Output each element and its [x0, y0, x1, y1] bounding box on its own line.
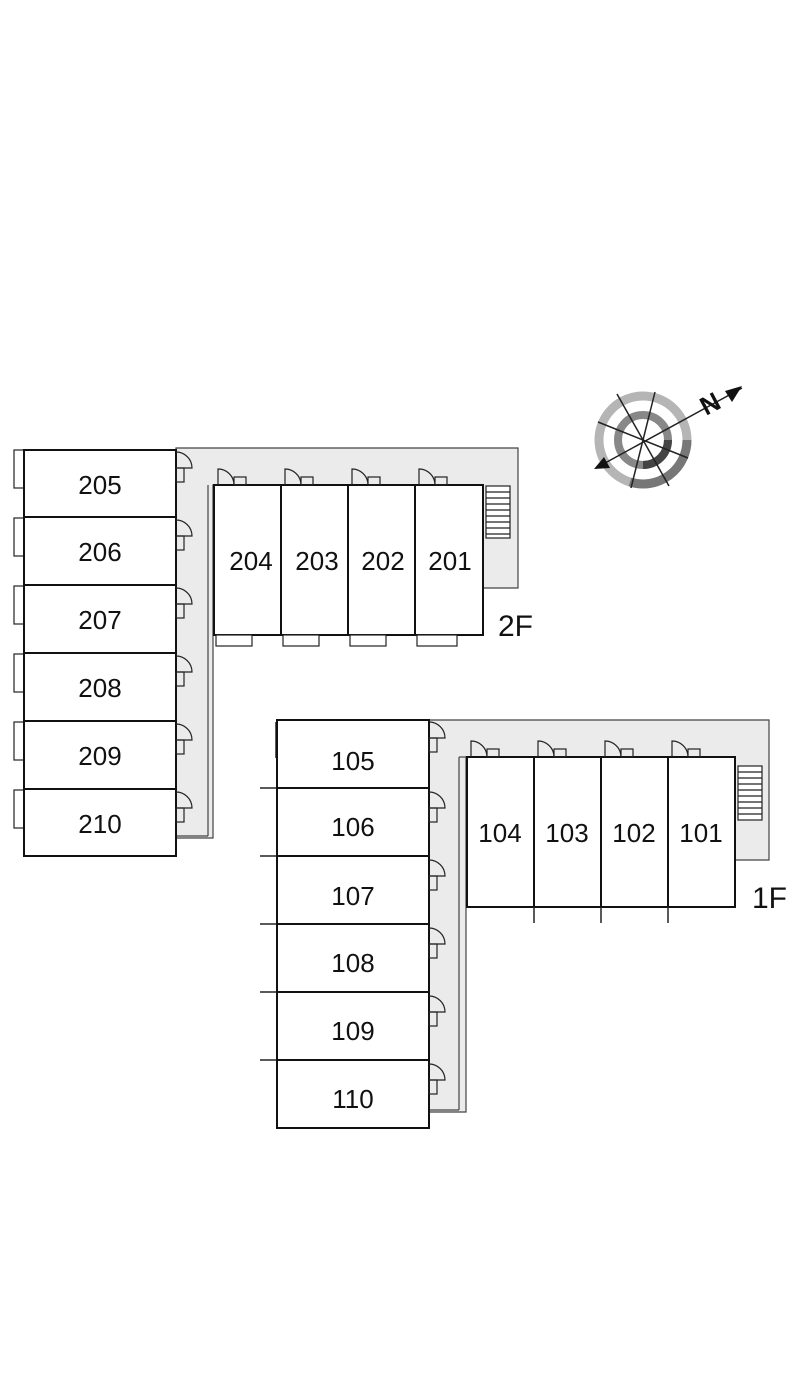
floor-1f: 105 106 107 108 109 110 [260, 719, 787, 1129]
floor-label-1f: 1F [752, 882, 787, 915]
room-204: 204 [213, 484, 282, 636]
room-206: 206 [23, 516, 177, 586]
staircase-2f [485, 485, 511, 539]
room-number: 205 [78, 470, 121, 500]
room-number: 105 [331, 746, 374, 776]
staircase-1f [737, 765, 763, 821]
room-number: 204 [229, 546, 272, 576]
room-105: 105 [276, 719, 430, 789]
room-208: 208 [23, 652, 177, 722]
room-103: 103 [533, 756, 602, 908]
room-number: 206 [78, 537, 121, 567]
room-number: 103 [545, 818, 588, 848]
room-102: 102 [600, 756, 669, 908]
compass-north-label: N [695, 386, 726, 421]
room-number: 202 [361, 546, 404, 576]
room-number: 109 [331, 1016, 374, 1046]
door-icon [470, 740, 701, 758]
room-number: 102 [612, 818, 655, 848]
room-number: 208 [78, 673, 121, 703]
room-110: 110 [276, 1059, 430, 1129]
room-number: 209 [78, 741, 121, 771]
floor-label-2f: 2F [498, 610, 533, 643]
room-203: 203 [280, 484, 349, 636]
room-106: 106 [276, 787, 430, 857]
room-209: 209 [23, 720, 177, 790]
room-number: 203 [295, 546, 338, 576]
room-108: 108 [276, 923, 430, 993]
room-202: 202 [347, 484, 416, 636]
floor-2f: 205 206 207 208 209 210 [13, 447, 533, 857]
door-icon [175, 451, 193, 823]
room-107: 107 [276, 855, 430, 925]
room-number: 110 [332, 1084, 373, 1114]
room-104: 104 [466, 756, 535, 908]
door-icon [428, 721, 446, 1095]
room-109: 109 [276, 991, 430, 1061]
room-205: 205 [23, 449, 177, 518]
room-101: 101 [667, 756, 736, 908]
room-number: 104 [478, 818, 521, 848]
room-number: 106 [331, 812, 374, 842]
room-207: 207 [23, 584, 177, 654]
room-number: 107 [331, 881, 374, 911]
room-210: 210 [23, 788, 177, 857]
room-number: 108 [331, 948, 374, 978]
compass-rose-icon: N [594, 386, 743, 489]
room-number: 101 [679, 818, 722, 848]
room-number: 210 [78, 809, 121, 839]
room-number: 207 [78, 605, 121, 635]
room-201: 201 [414, 484, 484, 636]
door-icon [217, 468, 448, 486]
room-number: 201 [428, 546, 471, 576]
